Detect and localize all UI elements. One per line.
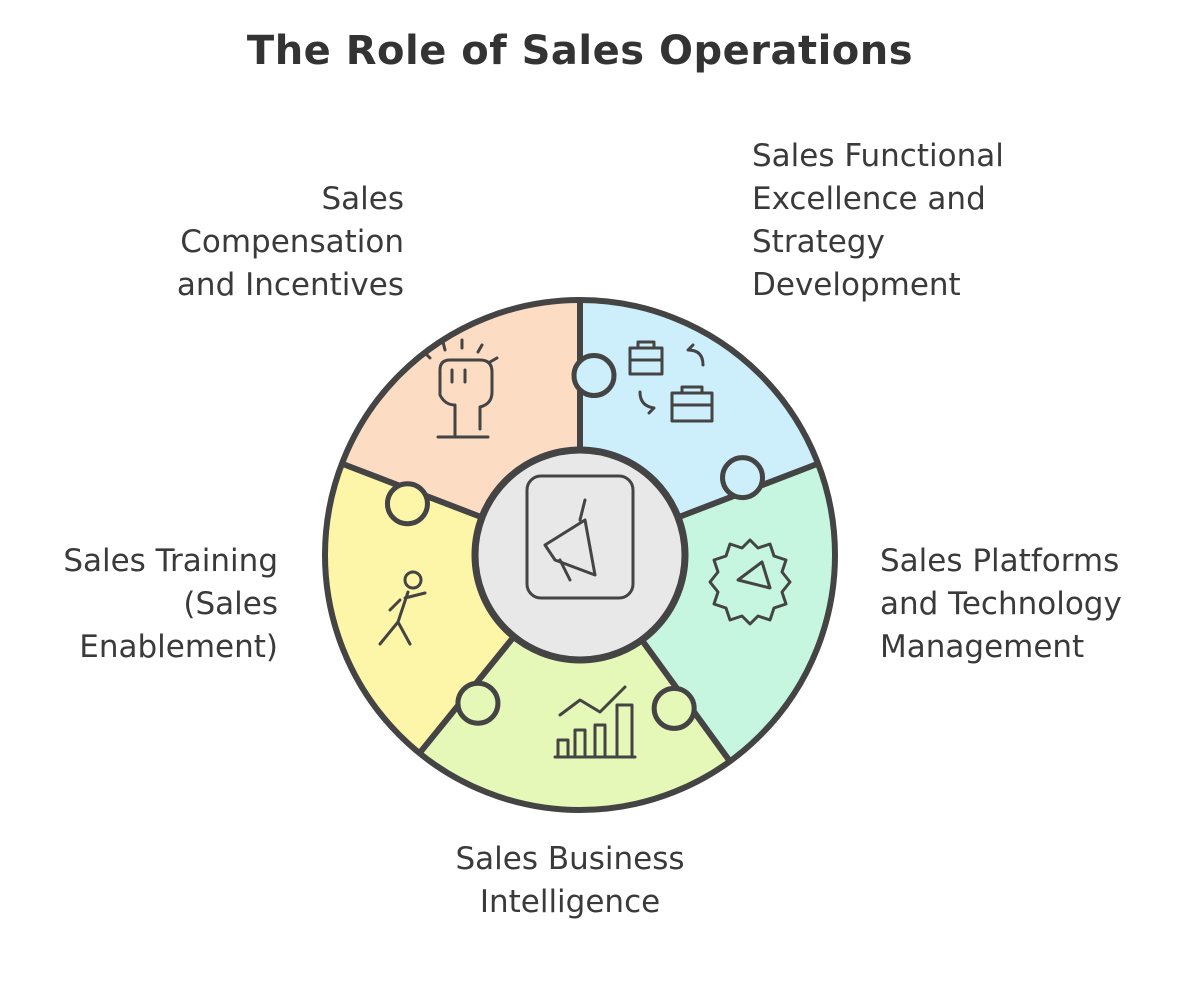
raised-fist-icon — [422, 338, 499, 439]
label-line: and Technology — [880, 586, 1122, 622]
exercising-person-icon — [378, 570, 427, 646]
label-line: Excellence and — [752, 181, 986, 217]
briefcase-exchange-icon — [628, 340, 714, 423]
megaphone-gear-icon — [708, 538, 792, 626]
label-training: Sales Training (Sales Enablement) — [63, 540, 278, 669]
label-line: Sales Training — [63, 543, 278, 579]
puzzle-knob — [720, 455, 766, 501]
puzzle-knob — [384, 481, 430, 527]
segment-training — [324, 463, 514, 754]
label-line: Intelligence — [479, 884, 661, 920]
diagram-title: The Role of Sales Operations — [246, 28, 914, 74]
center-circle — [471, 446, 689, 664]
megaphone-icon — [525, 474, 635, 600]
label-line: Sales Platforms — [880, 543, 1120, 579]
puzzle-knob — [651, 685, 697, 731]
label-line: (Sales — [183, 586, 278, 622]
label-compensation: Sales Compensation and Incentives — [177, 178, 404, 307]
label-strategy: Sales Functional Excellence and Strategy… — [752, 135, 1004, 307]
label-platforms: Sales Platforms and Technology Managemen… — [880, 540, 1122, 669]
label-line: Enablement) — [79, 629, 278, 665]
bar-line-chart-icon — [553, 685, 637, 759]
label-line: Sales Business — [455, 841, 685, 877]
label-line: Strategy — [752, 224, 885, 260]
segment-compensation — [341, 300, 580, 518]
label-line: Sales — [321, 181, 404, 217]
label-line: Compensation — [180, 224, 404, 260]
segment-platforms — [641, 463, 835, 762]
puzzle-knob — [571, 353, 617, 399]
label-line: Development — [752, 267, 961, 303]
label-bi: Sales Business Intelligence — [400, 838, 740, 924]
puzzle-knob — [455, 680, 501, 726]
label-line: and Incentives — [176, 267, 404, 303]
label-line: Sales Functional — [752, 138, 1004, 174]
label-line: Management — [880, 629, 1085, 665]
segment-bi — [419, 636, 730, 811]
